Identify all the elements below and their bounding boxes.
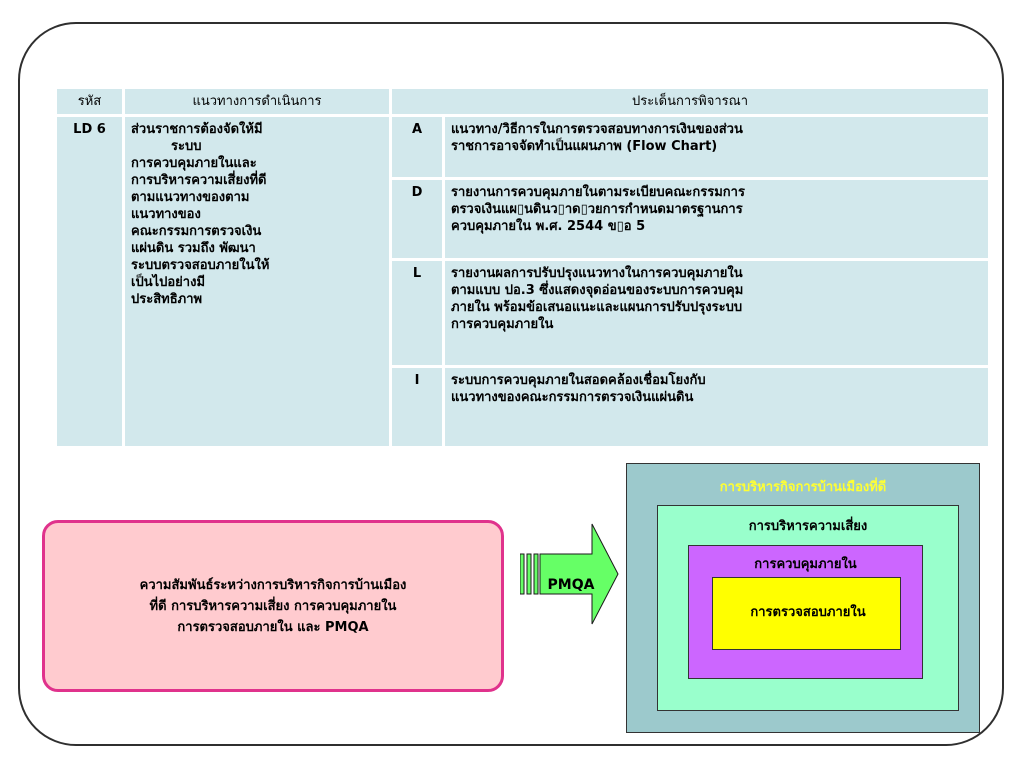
arrow-stripe [533, 553, 539, 595]
arrow-stripe [520, 553, 525, 595]
arrow-body [539, 523, 619, 625]
method-line: การควบคุมภายในและ [131, 156, 257, 171]
method-line: การบริหารความเสี่ยงที่ดี [131, 173, 267, 188]
item-line: ตามแบบ ปอ.3 ซึ่งแสดงจุดอ่อนของระบบการควบ… [451, 283, 744, 298]
item-letter-l: L [392, 261, 442, 365]
item-line: แนวทาง/วิธีการในการตรวจสอบทางการเงินของส… [451, 122, 743, 137]
item-text-a: แนวทาง/วิธีการในการตรวจสอบทางการเงินของส… [445, 117, 989, 177]
method-line: ระบบ [171, 139, 202, 154]
risk-management-label: การบริหารความเสี่ยง [748, 519, 868, 534]
item-line: ภายใน พร้อมข้อเสนอแนะและแผนการปรับปรุงระ… [451, 300, 743, 315]
method-line: ส่วนราชการต้องจัดให้มี [131, 122, 263, 137]
method-cell: ส่วนราชการต้องจัดให้มี ระบบ การควบคุมภาย… [125, 117, 389, 446]
relationship-line: ที่ดี การบริหารความเสี่ยง การควบคุมภายใน [149, 598, 397, 614]
item-line: การควบคุมภายใน [451, 317, 554, 332]
method-line: ระบบตรวจสอบภายในให้ [131, 258, 270, 273]
relationship-line: การตรวจสอบภายใน และ PMQA [177, 619, 369, 635]
item-text-l: รายงานผลการปรับปรุงแนวทางในการควบคุมภายใ… [445, 261, 989, 365]
relationship-text: ความสัมพันธ์ระหว่างการบริหารกิจการบ้านเม… [140, 575, 407, 638]
item-line: รายงานการควบคุมภายในตามระเบียบคณะกรรมการ [451, 185, 745, 200]
slide-frame [18, 22, 1004, 746]
item-line: รายงานผลการปรับปรุงแนวทางในการควบคุมภายใ… [451, 266, 743, 281]
internal-audit-label: การตรวจสอบภายใน [750, 605, 866, 620]
header-considerations: ประเด็นการพิจารณา [392, 89, 989, 114]
table-row: I ระบบการควบคุมภายในสอดคล้องเชื่อมโยงกับ… [57, 368, 989, 446]
internal-audit-box [712, 577, 901, 650]
relationship-line: ความสัมพันธ์ระหว่างการบริหารกิจการบ้านเม… [139, 577, 407, 593]
item-text-i: ระบบการควบคุมภายในสอดคล้องเชื่อมโยงกับ แ… [445, 368, 989, 446]
item-letter-d: D [392, 180, 442, 258]
method-line: ประสิทธิภาพ [131, 292, 203, 307]
header-method: แนวทางการดำเนินการ [125, 89, 389, 114]
method-line: แนวทางของ [131, 207, 201, 222]
method-line: ตามแนวทางของตาม [131, 190, 250, 205]
method-line: คณะกรรมการตรวจเงิน [131, 224, 262, 239]
method-line: แผ่นดิน รวมถึง พัฒนา [131, 241, 256, 256]
table-row: LD 6 ส่วนราชการต้องจัดให้มี ระบบ การควบค… [57, 117, 989, 446]
relationship-box: ความสัมพันธ์ระหว่างการบริหารกิจการบ้านเม… [42, 520, 504, 692]
header-code: รหัส [57, 89, 122, 114]
pmqa-arrow [520, 523, 619, 625]
item-line: แนวทางของคณะกรรมการตรวจเงินแผ่นดิน [451, 390, 694, 405]
pmqa-label: PMQA [547, 577, 595, 593]
item-line: ควบคุมภายใน พ.ศ. 2544 ข▯อ 5 [451, 219, 646, 234]
table-row: L รายงานผลการปรับปรุงแนวทางในการควบคุมภา… [57, 261, 989, 365]
item-letter-a: A [392, 117, 442, 177]
item-line: ตรวจเงินแผ▯นดินว▯าด▯วยการกำหนดมาตรฐานการ [451, 202, 743, 217]
item-line: ระบบการควบคุมภายในสอดคล้องเชื่อมโยงกับ [451, 373, 706, 388]
good-governance-label: การบริหารกิจการบ้านเมืองที่ดี [719, 480, 887, 495]
item-line: ราชการอาจจัดทำเป็นแผนภาพ (Flow Chart) [451, 139, 718, 154]
table-row: D รายงานการควบคุมภายในตามระเบียบคณะกรรมก… [57, 180, 989, 258]
table-header-row: รหัส แนวทางการดำเนินการ ประเด็นการพิจารณ… [57, 89, 989, 114]
criteria-table: รหัส แนวทางการดำเนินการ ประเด็นการพิจารณ… [54, 86, 991, 449]
code-cell: LD 6 [57, 117, 122, 446]
internal-control-label: การควบคุมภายใน [754, 557, 857, 572]
arrow-stripe [526, 553, 532, 595]
item-text-d: รายงานการควบคุมภายในตามระเบียบคณะกรรมการ… [445, 180, 989, 258]
item-letter-i: I [392, 368, 442, 446]
method-line: เป็นไปอย่างมี [131, 275, 206, 290]
